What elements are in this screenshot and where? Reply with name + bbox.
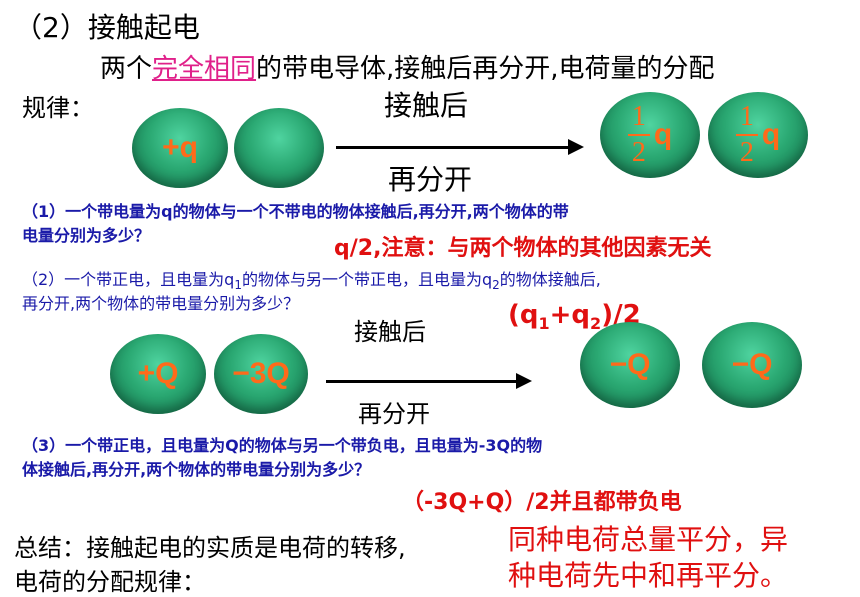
ball-label: +q xyxy=(162,131,198,164)
q2-text-c: 的物体接触后, xyxy=(499,270,601,289)
intro-line-1: 两个完全相同的带电导体,接触后再分开,电荷量的分配 xyxy=(100,48,715,85)
charge-symbol: q xyxy=(761,118,781,151)
ball-label: −Q xyxy=(609,348,651,381)
intro-pre: 两个 xyxy=(100,54,153,84)
question-1-line-1: （1）一个带电量为q的物体与一个不带电的物体接触后,再分开,两个物体的带 xyxy=(22,202,569,221)
charge-symbol: q xyxy=(653,118,673,151)
ball-label: −Q xyxy=(731,348,773,381)
arrow-right-1 xyxy=(336,139,584,155)
question-1-line-2: 电量分别为多少？ xyxy=(22,226,151,245)
a2-text-a: (q xyxy=(508,300,539,330)
fraction-half: 1 2 xyxy=(735,101,758,168)
ball-neutral xyxy=(234,108,324,188)
ball-plus-Q: +Q xyxy=(110,334,206,414)
intro-highlight: 完全相同 xyxy=(152,54,257,84)
section-heading: （2）接触起电 xyxy=(14,11,200,44)
fraction-numerator: 1 xyxy=(739,101,754,132)
fraction-half: 1 2 xyxy=(627,101,650,168)
arrow-top-label-1: 接触后 xyxy=(384,89,469,122)
question-3-line-1: （3）一个带正电，且电量为Q的物体与另一个带负电，且电量为-3Q的物 xyxy=(22,436,543,455)
summary-rule-1: 同种电荷总量平分，异 xyxy=(508,523,789,556)
a2-text-b: +q xyxy=(549,300,591,330)
a2-sub-1: 1 xyxy=(538,314,550,334)
arrow-bottom-label-2: 再分开 xyxy=(358,400,430,428)
answer-3: （-3Q+Q）/2并且都带负电 xyxy=(402,490,682,515)
ball-label: +Q xyxy=(137,357,179,390)
fraction-numerator: 1 xyxy=(631,101,646,132)
question-2-line-1: （2）一个带正电，且电量为q1的物体与另一个带正电，且电量为q2的物体接触后, xyxy=(22,266,601,292)
answer-1: q/2,注意：与两个物体的其他因素无关 xyxy=(334,236,712,261)
q2-sub-1: 1 xyxy=(234,278,242,293)
arrow-top-label-2: 接触后 xyxy=(354,318,426,346)
fraction-denominator: 2 xyxy=(631,137,646,168)
summary-rule-2: 种电荷先中和再平分。 xyxy=(508,559,789,592)
arrow-bottom-label-1: 再分开 xyxy=(388,163,473,196)
ball-minus-Q-left: −Q xyxy=(580,322,680,408)
question-3-line-2: 体接触后,再分开,两个物体的带电量分别为多少？ xyxy=(22,460,371,479)
fraction-denominator: 2 xyxy=(739,137,754,168)
q2-sub-2: 2 xyxy=(492,278,500,293)
ball-minus-3Q: −3Q xyxy=(214,334,308,414)
question-2-line-2: 再分开,两个物体的带电量分别为多少？ xyxy=(22,294,300,313)
ball-half-q-left: 1 2 q xyxy=(600,92,700,178)
q2-text-b: 的物体与另一个带正电，且电量为q xyxy=(241,270,493,289)
intro-line-2: 规律： xyxy=(22,94,94,122)
ball-half-q-right: 1 2 q xyxy=(708,92,808,178)
intro-post: 的带电导体,接触后再分开,电荷量的分配 xyxy=(256,54,715,84)
ball-plus-q: +q xyxy=(132,108,228,188)
summary-line-2: 电荷的分配规律： xyxy=(14,568,206,596)
summary-line-1: 总结：接触起电的实质是电荷的转移, xyxy=(14,534,406,562)
fraction-bar xyxy=(627,134,650,136)
q2-text-a: （2）一个带正电，且电量为q xyxy=(22,270,235,289)
ball-label: −3Q xyxy=(232,357,290,390)
arrow-right-2 xyxy=(326,373,532,389)
a2-sub-2: 2 xyxy=(590,314,602,334)
ball-minus-Q-right: −Q xyxy=(702,322,802,408)
fraction-bar xyxy=(735,134,758,136)
